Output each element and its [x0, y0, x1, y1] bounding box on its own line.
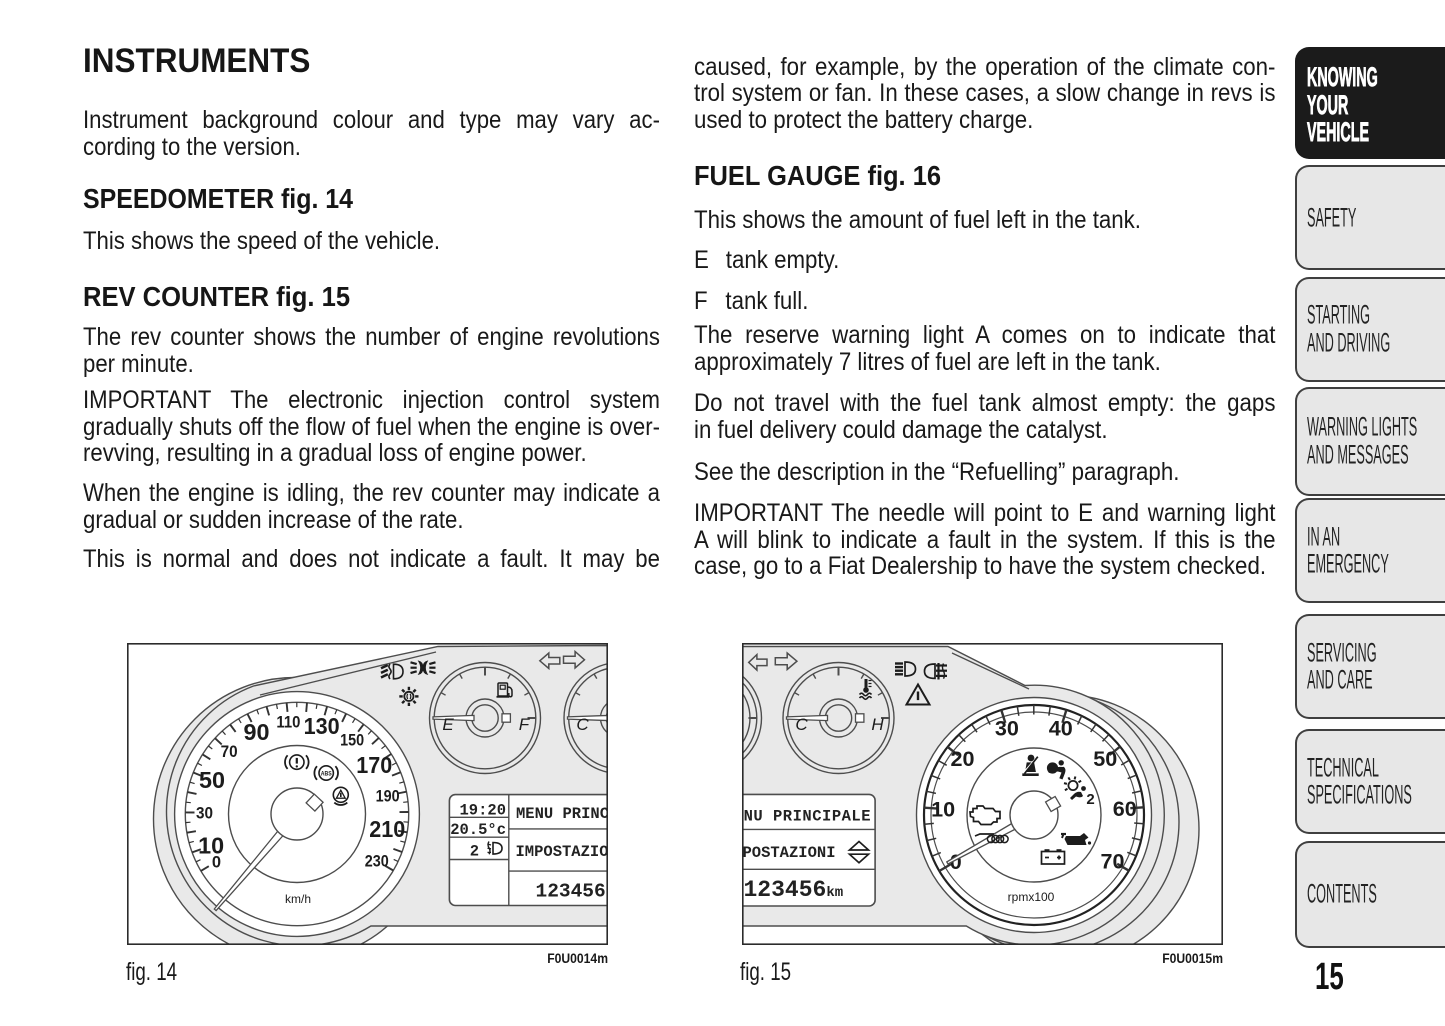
- svg-text:2: 2: [1086, 791, 1094, 808]
- svg-text:50: 50: [199, 767, 225, 793]
- svg-text:ABS: ABS: [321, 770, 333, 777]
- svg-text:10: 10: [931, 797, 955, 821]
- svg-text:40: 40: [1048, 717, 1072, 741]
- svg-text:60: 60: [1112, 797, 1136, 821]
- svg-text:F: F: [519, 715, 531, 734]
- svg-text:IMPOSTAZIONI: IMPOSTAZIONI: [516, 843, 609, 861]
- svg-text:70: 70: [221, 743, 238, 761]
- svg-text:MENU PRINCIPALE: MENU PRINCIPALE: [516, 805, 608, 823]
- svg-text:E: E: [442, 715, 454, 734]
- svg-text:10: 10: [198, 833, 224, 859]
- svg-text:230: 230: [365, 853, 389, 871]
- svg-text:123456: 123456: [536, 881, 606, 903]
- svg-text:20.5°c: 20.5°c: [450, 821, 506, 839]
- svg-text:C: C: [576, 715, 589, 734]
- svg-text:H: H: [871, 715, 884, 734]
- svg-text:210: 210: [369, 816, 405, 842]
- svg-text:150: 150: [340, 732, 364, 750]
- svg-text:30: 30: [196, 804, 213, 822]
- svg-text:MENU PRINCIPALE: MENU PRINCIPALE: [742, 808, 871, 826]
- svg-text:IMPOSTAZIONI: IMPOSTAZIONI: [742, 844, 836, 862]
- svg-text:130: 130: [304, 713, 340, 739]
- svg-text:19:20: 19:20: [459, 801, 506, 819]
- svg-text:2: 2: [470, 843, 479, 861]
- svg-text:km/h: km/h: [285, 892, 311, 906]
- svg-text:0: 0: [212, 853, 221, 871]
- svg-text:30: 30: [994, 717, 1018, 741]
- svg-text:170: 170: [356, 752, 392, 778]
- svg-text:20: 20: [950, 747, 974, 771]
- svg-text:50: 50: [1093, 747, 1117, 771]
- svg-text:rpmx100: rpmx100: [1007, 890, 1054, 904]
- svg-text:90: 90: [244, 719, 270, 745]
- svg-text:C: C: [795, 715, 808, 734]
- svg-text:110: 110: [276, 714, 300, 732]
- svg-text:190: 190: [376, 787, 400, 805]
- svg-text:70: 70: [1100, 850, 1124, 874]
